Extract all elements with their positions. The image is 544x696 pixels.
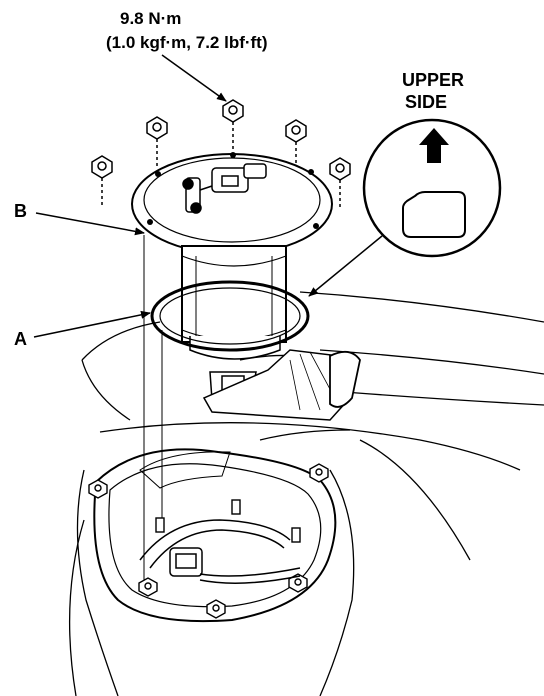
callout-pointer-arrow (308, 235, 383, 297)
label-b: B (14, 201, 27, 221)
lid-connector (182, 163, 267, 214)
upper-side-label-line2: SIDE (405, 92, 447, 112)
fuel-pump-canister (181, 245, 287, 360)
torque-spec-line1: 9.8 N·m (120, 9, 181, 28)
label-b-arrow (35, 212, 145, 236)
seal-cross-section (402, 191, 466, 238)
set-plate-b (131, 152, 333, 255)
alignment-guide-lines (143, 235, 163, 590)
pump-strainer (202, 349, 361, 421)
bolt-right-upper (285, 119, 307, 172)
label-a-arrow (33, 310, 151, 338)
label-a: A (14, 329, 27, 349)
seal-ring-a (150, 280, 310, 352)
torque-spec-line2: (1.0 kgf·m, 7.2 lbf·ft) (106, 33, 268, 52)
bolt-right (329, 157, 351, 208)
upper-side-label-line1: UPPER (402, 70, 464, 90)
detail-callout-circle (362, 118, 502, 258)
tank-opening (93, 448, 337, 623)
wire-harness (139, 519, 301, 584)
up-arrow-icon (419, 128, 449, 163)
tank-studs (88, 463, 329, 619)
bolt-left (91, 155, 113, 206)
bolt-left-upper (146, 116, 168, 169)
bolt-top (222, 99, 244, 150)
torque-leader-arrow (161, 54, 227, 102)
